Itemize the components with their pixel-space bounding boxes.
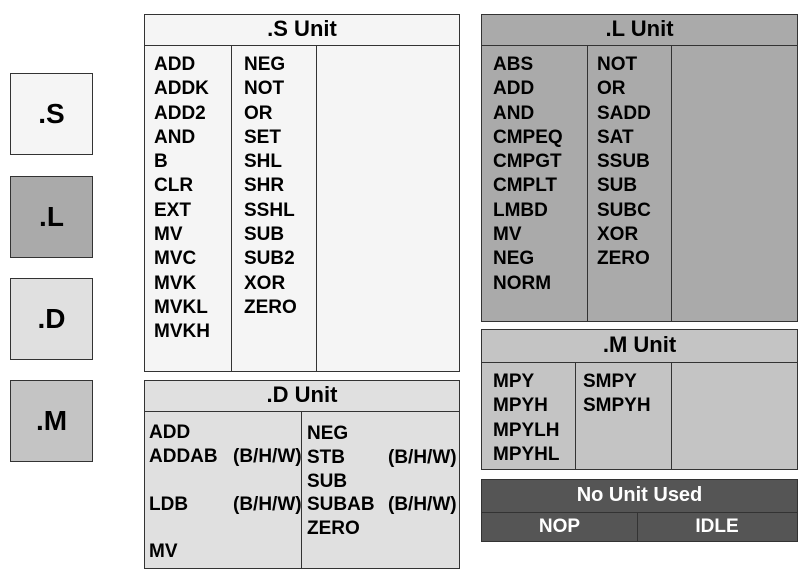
d-addab-suffix: (B/H/W) xyxy=(233,446,302,467)
legend-s-label: .S xyxy=(38,98,65,129)
l-unit-item: CMPLT xyxy=(493,175,558,197)
s-unit-item: B xyxy=(154,151,168,173)
m-unit-item: SMPYH xyxy=(583,395,651,417)
l-unit-item: SUBC xyxy=(597,199,651,221)
l-unit-item: SSUB xyxy=(597,151,650,173)
s-unit-item: ZERO xyxy=(244,296,297,318)
m-unit-item: SMPY xyxy=(583,371,637,392)
l-unit-item: MV xyxy=(493,224,522,246)
s-unit-divider-1 xyxy=(231,45,232,371)
s-unit-item: CLR xyxy=(154,175,194,197)
d-neg: NEG xyxy=(307,423,349,444)
d-unit-box: .D Unit ADD ADDAB (B/H/W) LDB (B/H/W) MV… xyxy=(144,380,460,569)
l-unit-item: NEG xyxy=(493,248,535,270)
l-unit-item: XOR xyxy=(597,224,639,246)
d-subab-suffix: (B/H/W) xyxy=(388,494,457,515)
d-ldb: LDB xyxy=(149,494,189,515)
legend-m: .M xyxy=(10,380,93,462)
s-unit-item: SUB xyxy=(244,224,285,246)
d-subab: SUBAB xyxy=(307,494,375,515)
d-ldb-suffix: (B/H/W) xyxy=(233,494,302,515)
m-unit-title: .M Unit xyxy=(482,330,797,363)
l-unit-item: SAT xyxy=(597,126,634,148)
s-unit-item: SHR xyxy=(244,175,285,197)
m-unit-item: MPYHL xyxy=(493,443,560,465)
s-unit-item: XOR xyxy=(244,272,286,294)
s-unit-item: NOT xyxy=(244,78,285,100)
l-unit-item: ZERO xyxy=(597,248,650,270)
d-add: ADD xyxy=(149,422,191,443)
s-unit-item: ADD xyxy=(154,54,196,75)
l-unit-item: SADD xyxy=(597,102,651,124)
d-stb: STB xyxy=(307,447,345,468)
legend-s: .S xyxy=(10,73,93,155)
l-unit-item: NORM xyxy=(493,272,552,294)
l-unit-item: LMBD xyxy=(493,199,548,221)
s-unit-item: MVKH xyxy=(154,321,210,343)
l-unit-item: SUB xyxy=(597,175,638,197)
d-unit-title: .D Unit xyxy=(145,381,459,412)
m-unit-divider-1 xyxy=(575,362,576,469)
no-unit-box: No Unit Used NOP IDLE xyxy=(481,479,798,542)
s-unit-item: AND xyxy=(154,126,196,148)
d-sub: SUB xyxy=(307,471,348,492)
s-unit-divider-2 xyxy=(316,45,317,371)
s-unit-item: MVKL xyxy=(154,296,208,318)
s-unit-item: MV xyxy=(154,224,183,246)
m-unit-item: MPY xyxy=(493,371,535,392)
m-unit-item: MPYLH xyxy=(493,419,560,441)
l-unit-divider-2 xyxy=(671,45,672,321)
d-addab: ADDAB xyxy=(149,446,218,467)
l-unit-divider-1 xyxy=(587,45,588,321)
legend-l-label: .L xyxy=(39,201,64,232)
s-unit-item: NEG xyxy=(244,54,286,75)
l-unit-item: CMPGT xyxy=(493,151,562,173)
no-unit-divider xyxy=(637,512,638,541)
s-unit-item: ADDK xyxy=(154,78,209,100)
s-unit-item: SHL xyxy=(244,151,282,173)
s-unit-item: SET xyxy=(244,126,281,148)
m-unit-item: MPYH xyxy=(493,395,548,417)
s-unit-title: .S Unit xyxy=(145,15,459,46)
s-unit-item: ADD2 xyxy=(154,102,206,124)
legend-l: .L xyxy=(10,176,93,258)
idle-label: IDLE xyxy=(695,516,739,537)
l-unit-item: NOT xyxy=(597,54,638,75)
m-unit-col2: SMPY SMPYH xyxy=(583,370,651,419)
l-unit-title: .L Unit xyxy=(482,15,797,46)
d-stb-suffix: (B/H/W) xyxy=(388,447,457,468)
d-unit-divider xyxy=(301,411,302,568)
legend-d-label: .D xyxy=(37,303,66,334)
s-unit-item: MVK xyxy=(154,272,197,294)
s-unit-item: EXT xyxy=(154,199,191,221)
l-unit-item: CMPEQ xyxy=(493,126,563,148)
d-mv: MV xyxy=(149,541,178,562)
s-unit-item: SSHL xyxy=(244,199,295,221)
l-unit-item: OR xyxy=(597,78,626,100)
s-unit-item: MVC xyxy=(154,248,197,270)
l-unit-item: ABS xyxy=(493,54,534,75)
s-unit-item: SUB2 xyxy=(244,248,295,270)
legend-d: .D xyxy=(10,278,93,360)
d-zero: ZERO xyxy=(307,518,360,539)
l-unit-item: ADD xyxy=(493,78,535,100)
l-unit-item: AND xyxy=(493,102,535,124)
nop-label: NOP xyxy=(538,516,581,537)
m-unit-divider-2 xyxy=(671,362,672,469)
legend-m-label: .M xyxy=(35,405,68,436)
no-unit-title: No Unit Used xyxy=(482,480,797,513)
s-unit-item: OR xyxy=(244,102,273,124)
